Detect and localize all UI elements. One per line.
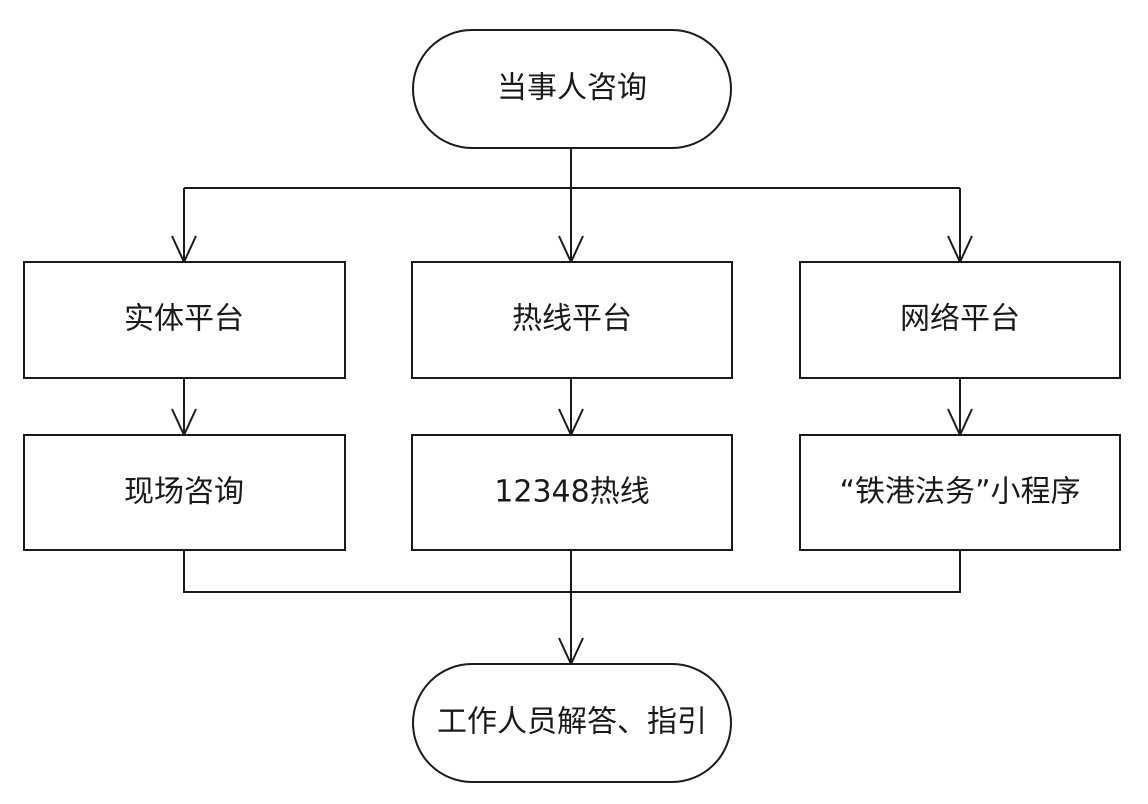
node-physical-platform-shape	[23, 261, 346, 379]
node-mini-program: “铁港法务”小程序	[799, 434, 1121, 551]
node-start-shape	[412, 29, 732, 149]
node-start: 当事人咨询	[412, 29, 732, 149]
node-hotline-platform-label: 热线平台	[512, 302, 632, 337]
node-hotline-platform-shape	[411, 261, 733, 379]
node-onsite-consult-shape	[23, 434, 346, 551]
node-online-platform: 网络平台	[799, 261, 1121, 379]
node-hotline-platform: 热线平台	[411, 261, 733, 379]
node-online-platform-label: 网络平台	[900, 302, 1020, 337]
node-physical-platform: 实体平台	[23, 261, 346, 379]
node-mini-program-label: “铁港法务”小程序	[839, 475, 1080, 510]
node-hotline-12348-shape	[411, 434, 733, 551]
node-onsite-consult: 现场咨询	[23, 434, 346, 551]
edges	[183, 148, 961, 664]
nodes: 当事人咨询 实体平台 热线平台 网络平台 现场咨询 12348热线 “铁港法务”…	[23, 29, 1121, 783]
node-start-label: 当事人咨询	[497, 71, 647, 106]
node-end-shape	[412, 663, 732, 783]
node-physical-platform-label: 实体平台	[124, 302, 244, 337]
node-hotline-12348-label: 12348热线	[494, 475, 649, 510]
node-onsite-consult-label: 现场咨询	[124, 475, 244, 510]
node-online-platform-shape	[799, 261, 1121, 379]
node-mini-program-shape	[799, 434, 1121, 551]
node-hotline-12348: 12348热线	[411, 434, 733, 551]
node-end-label: 工作人员解答、指引	[437, 705, 707, 740]
node-end: 工作人员解答、指引	[412, 663, 732, 783]
